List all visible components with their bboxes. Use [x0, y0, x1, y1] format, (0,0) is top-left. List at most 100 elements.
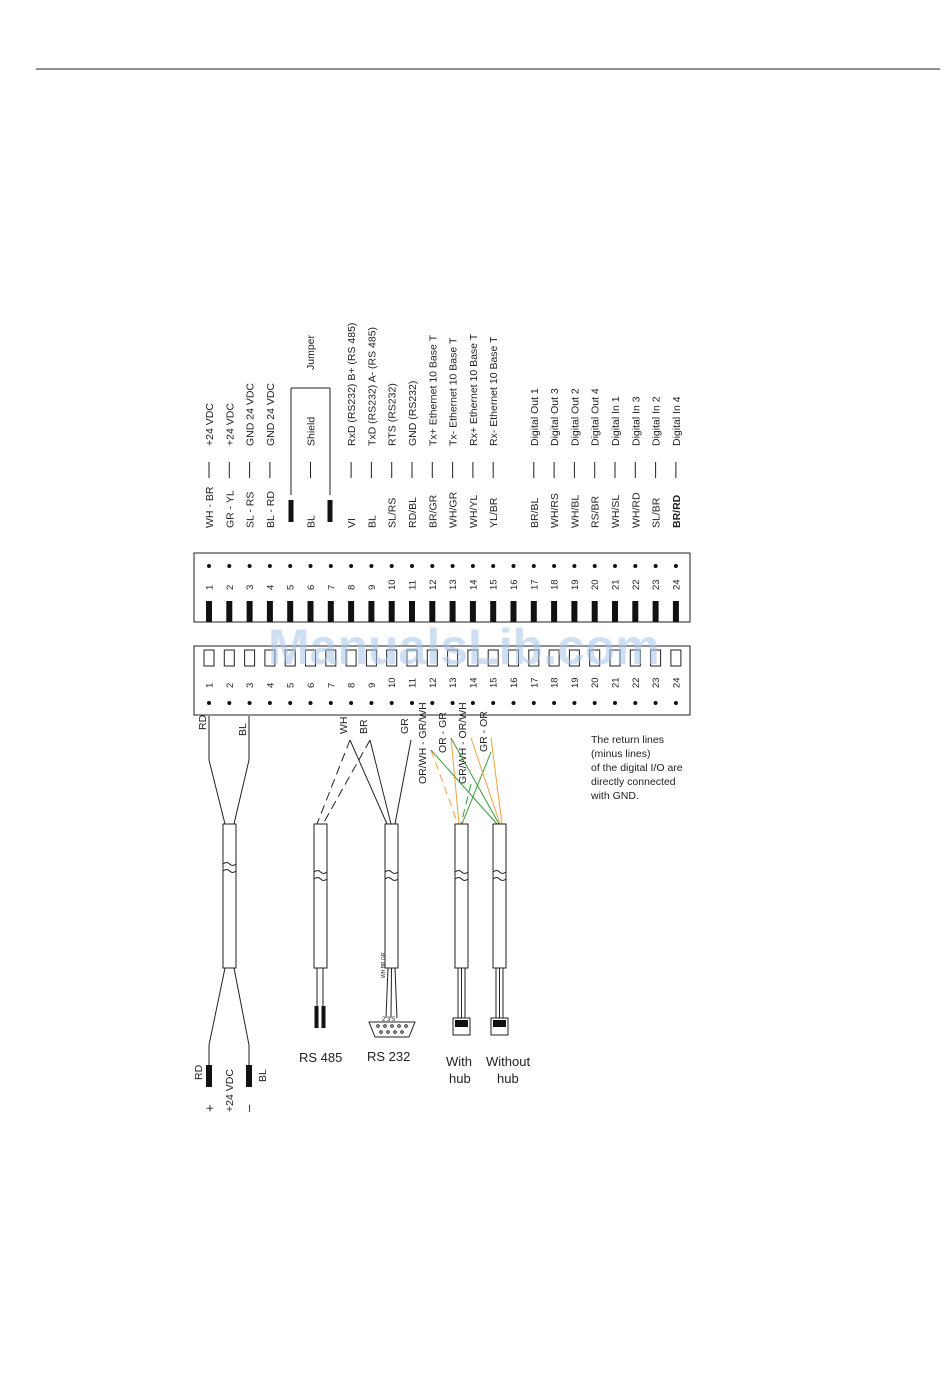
- return-lines-note: The return lines (minus lines) of the di…: [590, 734, 683, 802]
- wire-label-gr-or: GR - OR: [478, 711, 490, 752]
- note-line-2: (minus lines): [591, 748, 651, 760]
- pin-dot-top: [633, 564, 638, 568]
- power-bl-label: BL: [257, 1069, 269, 1082]
- pin-dot-top: [430, 564, 435, 568]
- pin-plug: [325, 649, 337, 667]
- pin-dot-bottom: [308, 701, 313, 705]
- pin-dot-top: [491, 564, 496, 568]
- pin-dot-bottom: [410, 701, 414, 705]
- dsub-pin-numbers: 2 3 5: [382, 1017, 396, 1023]
- pin-dot-bottom: [369, 701, 374, 705]
- pin-number-bottom: 22: [631, 677, 642, 688]
- power-cable: [206, 716, 252, 1087]
- terminal-block-top: [193, 552, 691, 623]
- pin-plug: [589, 649, 601, 667]
- pin-plug: [650, 649, 662, 667]
- pin-function: Digital Out 4: [590, 388, 602, 446]
- pin-dot-bottom: [592, 701, 597, 705]
- pin-function: Rx+ Ethernet 10 Base T: [468, 333, 480, 446]
- power-plus-label: +: [202, 1104, 217, 1112]
- pin-wire-code: BR/RD: [671, 494, 683, 528]
- pin-wire-code: SL/RS: [387, 498, 399, 528]
- pin-plug: [345, 649, 357, 667]
- pin-dot-bottom: [430, 701, 435, 705]
- power-rd-label: RD: [193, 1064, 205, 1080]
- pin-number-bottom: 21: [611, 677, 622, 688]
- pin-number-bottom: 8: [347, 683, 358, 688]
- pin-dot-bottom: [653, 701, 658, 705]
- pin-function: Digital In 4: [671, 396, 683, 446]
- pin-socket: [571, 601, 578, 622]
- pin-plug: [487, 649, 499, 667]
- pin-socket: [266, 601, 273, 622]
- ethernet-cable-with-hub: [452, 823, 471, 1036]
- pin-number-top: 3: [245, 585, 256, 590]
- ethernet-wires: [430, 737, 503, 825]
- pin-wire-code: BR/BL: [529, 497, 541, 528]
- pin-plug: [406, 649, 418, 667]
- rs485-cable: [313, 739, 371, 1028]
- pin-number-top: 16: [509, 579, 520, 590]
- pin-number-bottom: 19: [570, 677, 581, 688]
- pin-function: GND 24 VDC: [265, 383, 277, 446]
- wire-label-grwh-orwh: GR/WH - OR/WH: [457, 702, 469, 784]
- pin-wire-code: WH/YL: [468, 495, 480, 528]
- pin-wire-code: RS/BR: [590, 495, 602, 528]
- pin-dot-top: [247, 564, 252, 568]
- jumper-label: Jumper: [305, 334, 317, 370]
- pin-function: RTS (RS232): [387, 383, 399, 446]
- pin-number-top: 22: [631, 579, 642, 590]
- pin-wire-code: WH/BL: [569, 495, 581, 528]
- pin-dot-top: [207, 564, 211, 568]
- pin-plug: [629, 649, 641, 667]
- pin-socket: [530, 601, 537, 622]
- pin-plug: [548, 649, 560, 667]
- pin-function: Digital In 1: [610, 396, 622, 446]
- pin-number-bottom: 17: [529, 677, 540, 688]
- pin-dot-top: [613, 564, 617, 568]
- pin-dot-bottom: [227, 701, 232, 705]
- pin-number-top: 18: [550, 579, 561, 590]
- pin-number-top: 19: [570, 579, 581, 590]
- pin-dot-bottom: [470, 701, 475, 705]
- rs485-label: RS 485: [299, 1050, 342, 1065]
- pin-wire-code: BL - RD: [265, 491, 277, 528]
- pin-wire-code: WH/SL: [610, 495, 622, 528]
- pin-plug: [284, 649, 296, 667]
- pin-plug: [223, 649, 235, 667]
- pin-plug: [305, 649, 316, 667]
- pin-plug: [467, 649, 479, 667]
- pin-socket: [591, 601, 598, 622]
- pin-wire-code: WH/RS: [549, 493, 561, 528]
- pin-dot-top: [410, 564, 414, 568]
- pin-number-top: 5: [286, 585, 297, 590]
- pin-socket: [409, 601, 415, 622]
- pin-wire-code: VI: [346, 518, 358, 528]
- pin-dot-bottom: [267, 701, 272, 705]
- wire-label-bl: BL: [237, 723, 249, 736]
- pin-dot-top: [572, 564, 577, 568]
- pin-wire-code: BL: [306, 515, 318, 528]
- pin-function: Shield: [306, 417, 318, 446]
- wire-label-rd: RD: [197, 714, 209, 730]
- pin-plug: [264, 649, 276, 667]
- pin-function: Tx- Ethernet 10 Base T: [448, 337, 460, 446]
- pin-number-top: 4: [265, 585, 276, 590]
- pin-dot-top: [349, 564, 354, 568]
- pin-number-top: 11: [408, 580, 419, 590]
- pin-function: RxD (RS232) B+ (RS 485): [346, 323, 358, 446]
- pin-number-top: 17: [529, 579, 540, 590]
- pin-dot-top: [267, 564, 272, 568]
- pin-function: Tx+ Ethernet 10 Base T: [427, 334, 439, 446]
- rs232-label: RS 232: [367, 1049, 410, 1064]
- pin-number-top: 12: [428, 579, 439, 590]
- pin-number-top: 9: [367, 585, 378, 590]
- pin-dot-top: [511, 564, 516, 568]
- pin-function: Rx- Ethernet 10 Base T: [488, 336, 500, 446]
- note-line-3: of the digital I/O are: [591, 762, 683, 774]
- pin-dot-bottom: [207, 701, 211, 705]
- pin-number-bottom: 3: [245, 683, 256, 688]
- pin-plug: [568, 649, 580, 667]
- terminal-block-bottom: [193, 645, 691, 716]
- ethernet-cable-without-hub: [490, 823, 509, 1036]
